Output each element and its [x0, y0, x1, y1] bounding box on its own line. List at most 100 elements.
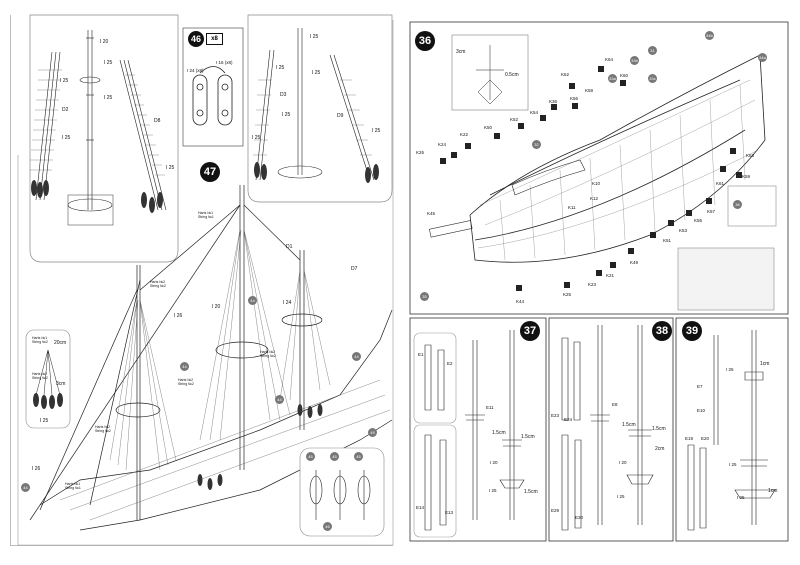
mast-label: D8	[154, 118, 161, 124]
part-tag: 44	[352, 352, 361, 361]
part-label: K12	[590, 196, 599, 201]
part-label: K51	[663, 238, 672, 243]
part-label: K59	[742, 174, 751, 179]
mast-label: I 20	[100, 39, 109, 45]
dimension-label: 0.5cm	[505, 72, 519, 78]
mast-label: I 25	[252, 135, 261, 141]
part-tag: 44	[248, 296, 257, 305]
step-36-number: 36	[415, 31, 435, 51]
part-label: I 25	[737, 495, 745, 500]
part-tag: 44	[21, 483, 30, 492]
dimension-label: 3cm	[56, 381, 66, 387]
part-label: E24	[564, 417, 573, 422]
dimension-label: 1.5cm	[622, 422, 636, 428]
dimension-label: 20cm	[54, 340, 67, 346]
part-label: I 25	[489, 488, 497, 493]
part-label: K52	[510, 117, 519, 122]
part-tag: 33c	[648, 74, 657, 83]
step-38-number: 38	[652, 321, 672, 341]
mast-label: D9	[337, 113, 344, 119]
dimension-label: 1.5cm	[652, 426, 666, 432]
part-label: E7	[697, 384, 703, 389]
dimension-label: 3cm	[456, 49, 466, 55]
part-label: K10	[592, 181, 601, 186]
mast-label: I 25	[276, 65, 285, 71]
part-label: K23	[588, 282, 597, 287]
part-label: E13	[445, 510, 454, 515]
part-label: K63	[746, 153, 755, 158]
part-label: K55	[694, 218, 703, 223]
mast-label: I 25	[60, 78, 69, 84]
part-label: K64	[605, 57, 614, 62]
part-tag: 33b	[630, 56, 639, 65]
dimension-label: 2cm	[655, 446, 665, 452]
part-label: K25	[563, 292, 572, 297]
part-label: E11	[486, 405, 494, 410]
part-label: K45	[427, 211, 436, 216]
mast-label: I 25	[312, 70, 321, 76]
part-label: K22	[460, 132, 469, 137]
part-label: E20	[701, 436, 710, 441]
part-label: E1	[418, 352, 424, 357]
part-tag: 46	[323, 522, 332, 531]
mast-label: I 20	[212, 304, 221, 310]
part-tag: 34b	[705, 31, 714, 40]
part-tag: 31	[648, 46, 657, 55]
part-label: E23	[551, 413, 560, 418]
part-tag: 44	[275, 395, 284, 404]
step-46-quantity: x8	[206, 33, 223, 45]
part-tag: 45	[330, 452, 339, 461]
part-label: K56	[570, 96, 579, 101]
mast-label: I 25	[62, 135, 71, 141]
part-label: I 25	[726, 367, 734, 372]
part-label: K61	[716, 181, 725, 186]
dimension-label: 1.5cm	[524, 489, 538, 495]
mast-label: I 25	[372, 128, 381, 134]
part-label: K44	[516, 299, 525, 304]
mast-label: I 25	[310, 34, 319, 40]
part-label: K53	[679, 228, 688, 233]
part-tag: 34a	[758, 53, 767, 62]
step-46-number: 46	[188, 31, 204, 47]
part-tag: 45	[368, 428, 377, 437]
mast-label: I 25	[40, 418, 49, 424]
part-label: E10	[697, 408, 706, 413]
part-label: I 25	[729, 462, 737, 467]
step-39-number: 39	[682, 321, 702, 341]
mast-label: D2	[62, 107, 69, 113]
mast-label: D7	[351, 266, 358, 272]
part-label: K26	[416, 150, 425, 155]
mast-label: I 24 (x8)	[187, 68, 204, 73]
step-47-number: 47	[200, 162, 220, 182]
part-label: E14	[416, 505, 425, 510]
mast-label: I 25	[104, 95, 113, 101]
part-tag: 36	[733, 200, 742, 209]
part-tag: 32	[532, 140, 541, 149]
part-label: K24	[438, 142, 447, 147]
mast-label: I 25	[282, 112, 291, 118]
part-label: K11	[568, 205, 576, 210]
part-label: K50	[484, 125, 493, 130]
dimension-label: 1.5cm	[521, 434, 535, 440]
part-label: E8	[612, 402, 618, 407]
mast-label: I 26	[174, 313, 183, 319]
part-label: I 20	[619, 460, 627, 465]
part-label: K62	[561, 72, 570, 77]
part-label: E29	[551, 508, 560, 513]
dimension-label: 1cm	[760, 361, 770, 367]
part-tag: 44	[180, 362, 189, 371]
part-label: E2	[447, 361, 453, 366]
dimension-label: 1.5cm	[492, 430, 506, 436]
mast-label: I 26	[32, 466, 41, 472]
part-label: I 25	[617, 494, 625, 499]
mast-label: I 25	[166, 165, 175, 171]
mast-label: D1	[286, 244, 293, 250]
